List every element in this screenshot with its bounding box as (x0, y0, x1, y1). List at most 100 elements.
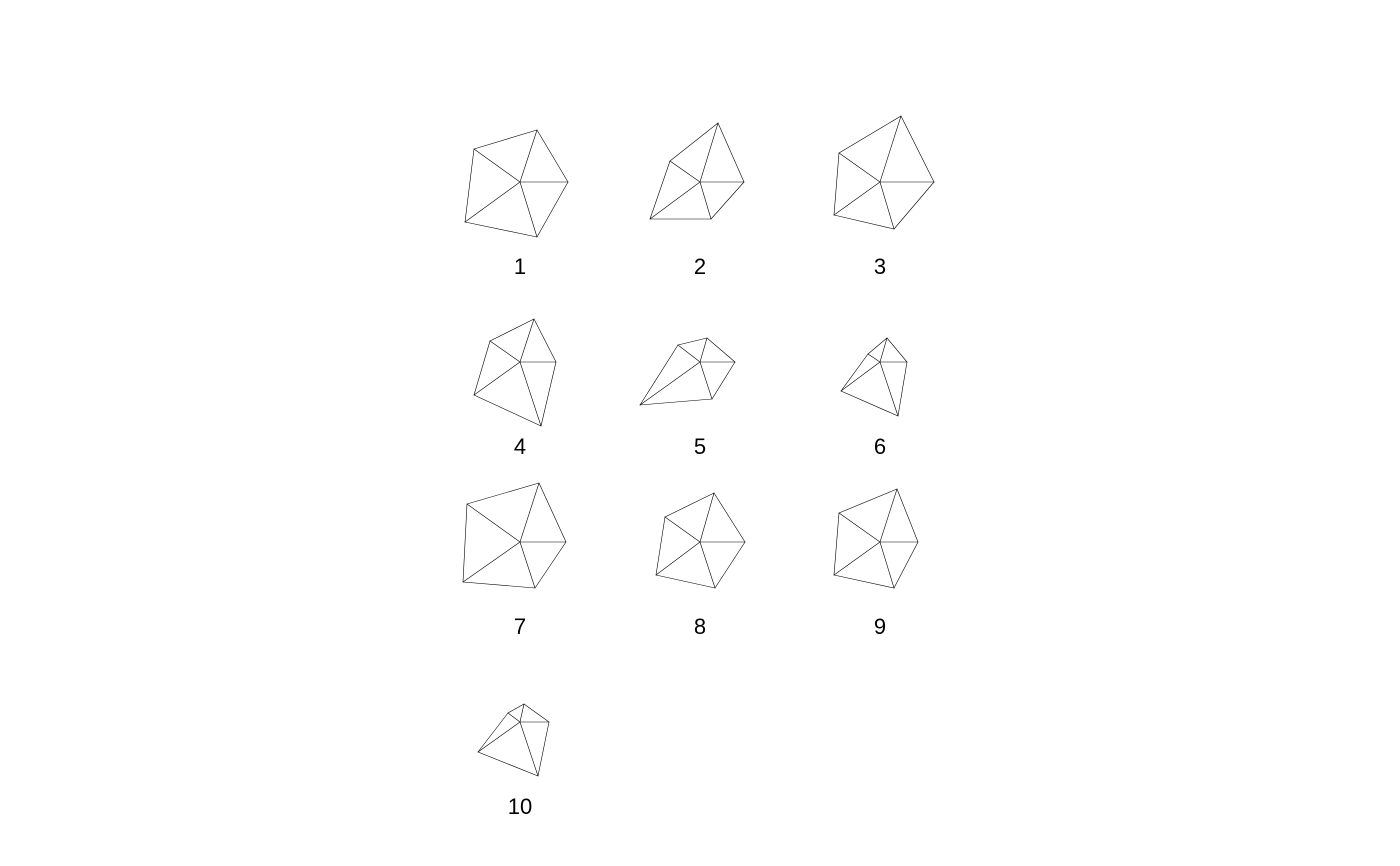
figure-10-shape-spoke-1 (507, 712, 521, 723)
figure-8-shape-edge-3 (714, 541, 746, 589)
figure-2-shape (649, 122, 745, 220)
figure-5-shape-edge-5 (639, 344, 679, 406)
figure-3-shape-edge-5 (833, 152, 840, 216)
figure-5-shape-edge-1 (677, 337, 708, 346)
figure-2-shape-edge-1 (669, 122, 719, 162)
figure-3: 3 (833, 115, 935, 279)
figure-1-shape-spoke-1 (473, 148, 521, 183)
figure-6-shape-edge-5 (840, 353, 869, 392)
figure-6-shape-spoke-2 (879, 337, 888, 363)
figure-6-shape-spoke-4 (879, 361, 899, 417)
figure-6: 6 (840, 337, 908, 459)
figure-7-shape-spoke-4 (519, 541, 536, 589)
figure-4-shape-edge-1 (489, 318, 535, 342)
figure-10-shape-edge-3 (537, 721, 550, 777)
figure-3-label: 3 (874, 254, 886, 279)
figure-5-shape (639, 337, 736, 406)
figure-8-shape-spoke-2 (699, 492, 715, 543)
figure-7-shape-edge-5 (462, 503, 468, 583)
figure-7-label: 7 (514, 614, 526, 639)
figure-3-shape (833, 115, 935, 230)
figure-9-shape-spoke-2 (879, 488, 898, 543)
figure-10-shape-spoke-2 (519, 703, 525, 723)
figure-1-shape-edge-5 (464, 148, 475, 223)
figure-4-shape-edge-4 (473, 394, 542, 427)
figure-7-shape-edge-2 (538, 482, 567, 543)
figure-10-shape-edge-1 (507, 703, 525, 714)
figure-6-shape-spoke-5 (840, 361, 881, 392)
figure-9-shape-spoke-5 (833, 541, 881, 576)
figure-6-shape-edge-3 (897, 361, 908, 417)
figure-7-shape-edge-4 (462, 581, 536, 589)
figure-1-shape (464, 129, 569, 238)
figure-2-shape-edge-5 (649, 160, 671, 220)
figure-1-shape-spoke-2 (519, 129, 538, 183)
figure-7-shape-spoke-1 (466, 503, 521, 543)
figure-8-shape-spoke-1 (664, 516, 701, 543)
figure-7-shape-spoke-2 (519, 482, 540, 543)
figure-5-shape-spoke-1 (677, 344, 701, 363)
figure-2-shape-spoke-5 (649, 181, 701, 220)
figure-3-shape-edge-3 (893, 181, 935, 230)
figure-10-shape (477, 703, 550, 777)
figure-7-shape (462, 482, 567, 589)
figure-3-shape-spoke-1 (838, 152, 881, 183)
figure-10-label: 10 (508, 794, 532, 819)
figure-4: 4 (473, 318, 557, 459)
figure-1-shape-edge-4 (464, 221, 538, 238)
figure-4-shape-edge-2 (533, 318, 557, 363)
figure-9-shape-edge-5 (833, 512, 840, 576)
figure-8-shape-edge-1 (664, 492, 715, 518)
figure-9-shape (833, 488, 919, 589)
figure-8-shape-edge-2 (713, 492, 746, 543)
figure-4-shape (473, 318, 557, 427)
figure-7-shape-spoke-5 (462, 541, 521, 583)
figure-1: 1 (464, 129, 569, 279)
figure-4-shape-edge-5 (473, 340, 491, 396)
figure-9-shape-edge-1 (838, 488, 898, 514)
figure-1-shape-edge-3 (536, 181, 569, 238)
figure-8-shape-spoke-5 (655, 541, 701, 576)
figure-7-shape-edge-1 (466, 482, 540, 505)
figure-4-shape-spoke-2 (519, 318, 535, 363)
figure-9-shape-edge-4 (833, 574, 895, 589)
figure-10-shape-spoke-5 (477, 721, 521, 753)
figure-5-shape-edge-3 (711, 361, 736, 400)
figure-5-shape-spoke-5 (639, 361, 701, 406)
figure-2-shape-edge-3 (710, 181, 745, 220)
figure-4-shape-edge-3 (540, 361, 557, 427)
figure-9: 9 (833, 488, 919, 639)
figure-8-label: 8 (694, 614, 706, 639)
figure-6-shape-spoke-1 (867, 353, 881, 363)
figure-6-label: 6 (874, 434, 886, 459)
figure-5-shape-spoke-4 (699, 361, 713, 400)
figure-8-shape-edge-4 (655, 574, 716, 589)
figure-2: 2 (649, 122, 745, 279)
figure-6-shape-edge-4 (840, 390, 899, 417)
figure-2-shape-spoke-4 (699, 181, 712, 220)
figure-6-shape (840, 337, 908, 417)
figure-8-shape (655, 492, 746, 589)
figure-6-shape-edge-1 (867, 337, 888, 355)
figure-5-shape-edge-4 (639, 398, 713, 406)
figure-4-shape-spoke-1 (489, 340, 521, 363)
figure-10-shape-edge-2 (523, 703, 550, 723)
figure-3-shape-edge-1 (838, 115, 902, 154)
figure-1-shape-spoke-5 (464, 181, 521, 223)
figure-9-shape-edge-2 (896, 488, 919, 543)
figure-8-shape-edge-5 (655, 516, 666, 576)
figure-3-shape-spoke-4 (879, 181, 895, 230)
figure-2-shape-spoke-2 (699, 122, 719, 183)
figure-4-shape-spoke-4 (519, 361, 542, 427)
figure-1-shape-spoke-4 (519, 181, 538, 238)
figure-4-shape-spoke-5 (473, 361, 521, 396)
figure-1-shape-edge-1 (473, 129, 538, 150)
figure-1-shape-edge-2 (536, 129, 569, 183)
figure-7-shape-edge-3 (534, 541, 567, 589)
figure-9-shape-spoke-4 (879, 541, 895, 589)
figure-8-shape-spoke-4 (699, 541, 716, 589)
figure-3-shape-edge-4 (833, 214, 895, 230)
figure-10-shape-edge-4 (477, 751, 539, 777)
figure-9-label: 9 (874, 614, 886, 639)
figure-2-label: 2 (694, 254, 706, 279)
